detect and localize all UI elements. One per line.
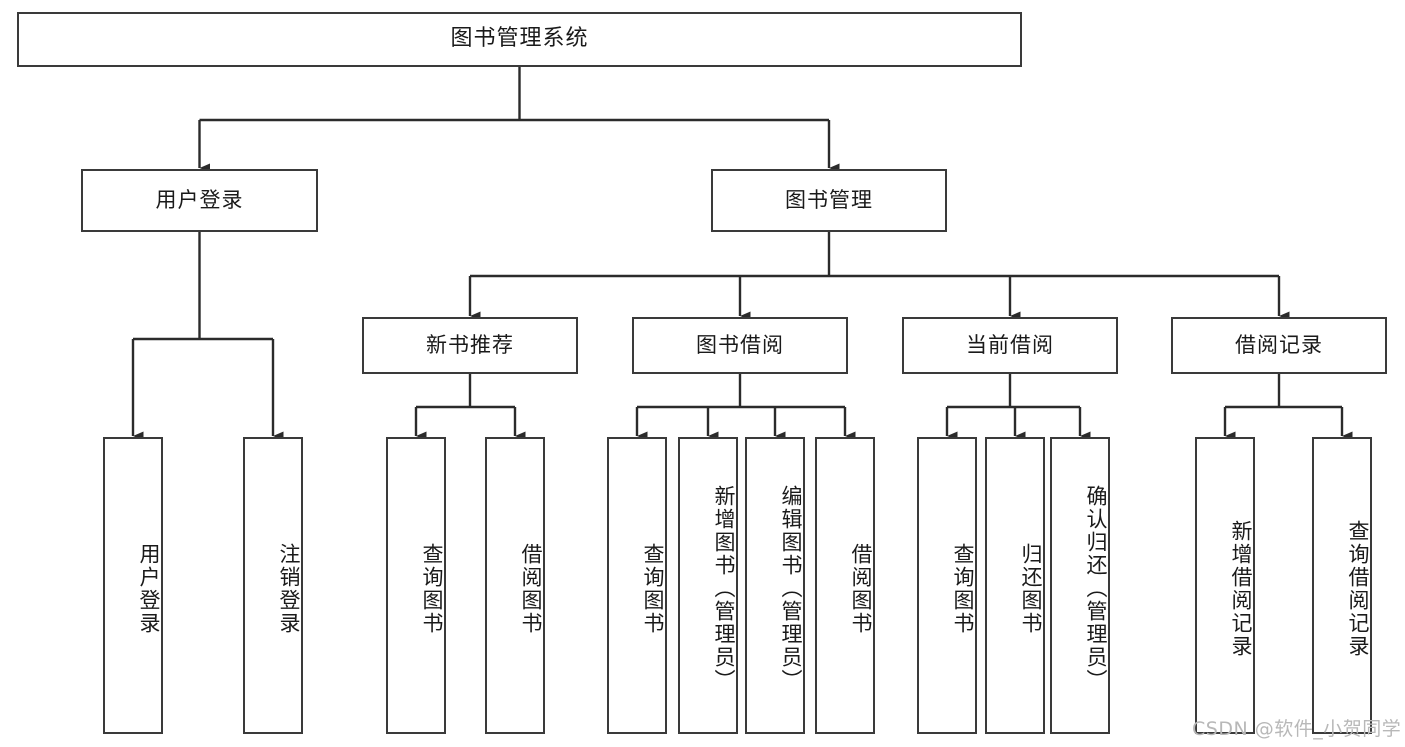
node-label-borrow-record: 借阅记录 [1235, 332, 1323, 357]
node-root: 图书管理系统 [17, 12, 1022, 67]
node-new-book-recommend: 新书推荐 [362, 317, 578, 374]
node-label-leaf-query-book-cur: 查询图书 [951, 542, 975, 635]
node-label-new-book-recommend: 新书推荐 [426, 332, 514, 357]
node-book-borrow: 图书借阅 [632, 317, 848, 374]
node-current-borrow: 当前借阅 [902, 317, 1118, 374]
node-label-leaf-confirm-return: 确认归还（管理员） [1084, 485, 1108, 692]
node-leaf-query-record: 查询借阅记录 [1312, 437, 1372, 734]
node-label-leaf-query-book-borrow: 查询图书 [641, 542, 665, 635]
node-leaf-add-book: 新增图书（管理员） [678, 437, 738, 734]
node-label-leaf-return-book: 归还图书 [1019, 542, 1043, 635]
node-label-leaf-query-record: 查询借阅记录 [1346, 519, 1370, 658]
node-leaf-query-book-borrow: 查询图书 [607, 437, 667, 734]
node-label-user-login: 用户登录 [155, 187, 244, 212]
node-label-leaf-query-book-rec: 查询图书 [420, 542, 444, 635]
node-label-root: 图书管理系统 [450, 26, 589, 52]
watermark-text: CSDN @软件_小贺同学 [1192, 718, 1402, 740]
node-label-leaf-edit-book: 编辑图书（管理员） [779, 485, 803, 692]
node-label-leaf-user-login: 用户登录 [137, 542, 161, 635]
node-leaf-borrow-book-rec: 借阅图书 [485, 437, 545, 734]
node-label-current-borrow: 当前借阅 [966, 332, 1054, 357]
node-label-leaf-user-logout: 注销登录 [277, 542, 301, 635]
node-leaf-borrow-book: 借阅图书 [815, 437, 875, 734]
node-leaf-query-book-cur: 查询图书 [917, 437, 977, 734]
node-leaf-user-login: 用户登录 [103, 437, 163, 734]
node-label-leaf-borrow-book-rec: 借阅图书 [519, 542, 543, 635]
node-borrow-record: 借阅记录 [1171, 317, 1387, 374]
node-leaf-user-logout: 注销登录 [243, 437, 303, 734]
node-leaf-edit-book: 编辑图书（管理员） [745, 437, 805, 734]
node-leaf-add-record: 新增借阅记录 [1195, 437, 1255, 734]
node-leaf-query-book-rec: 查询图书 [386, 437, 446, 734]
node-label-book-manage: 图书管理 [785, 187, 873, 212]
edges-group [131, 67, 1353, 441]
node-user-login: 用户登录 [81, 169, 318, 232]
node-book-manage: 图书管理 [711, 169, 947, 232]
node-leaf-return-book: 归还图书 [985, 437, 1045, 734]
node-label-leaf-add-record: 新增借阅记录 [1229, 519, 1253, 658]
node-label-leaf-borrow-book: 借阅图书 [849, 542, 873, 635]
node-leaf-confirm-return: 确认归还（管理员） [1050, 437, 1110, 734]
node-label-leaf-add-book: 新增图书（管理员） [712, 485, 736, 692]
node-label-book-borrow: 图书借阅 [696, 332, 784, 357]
